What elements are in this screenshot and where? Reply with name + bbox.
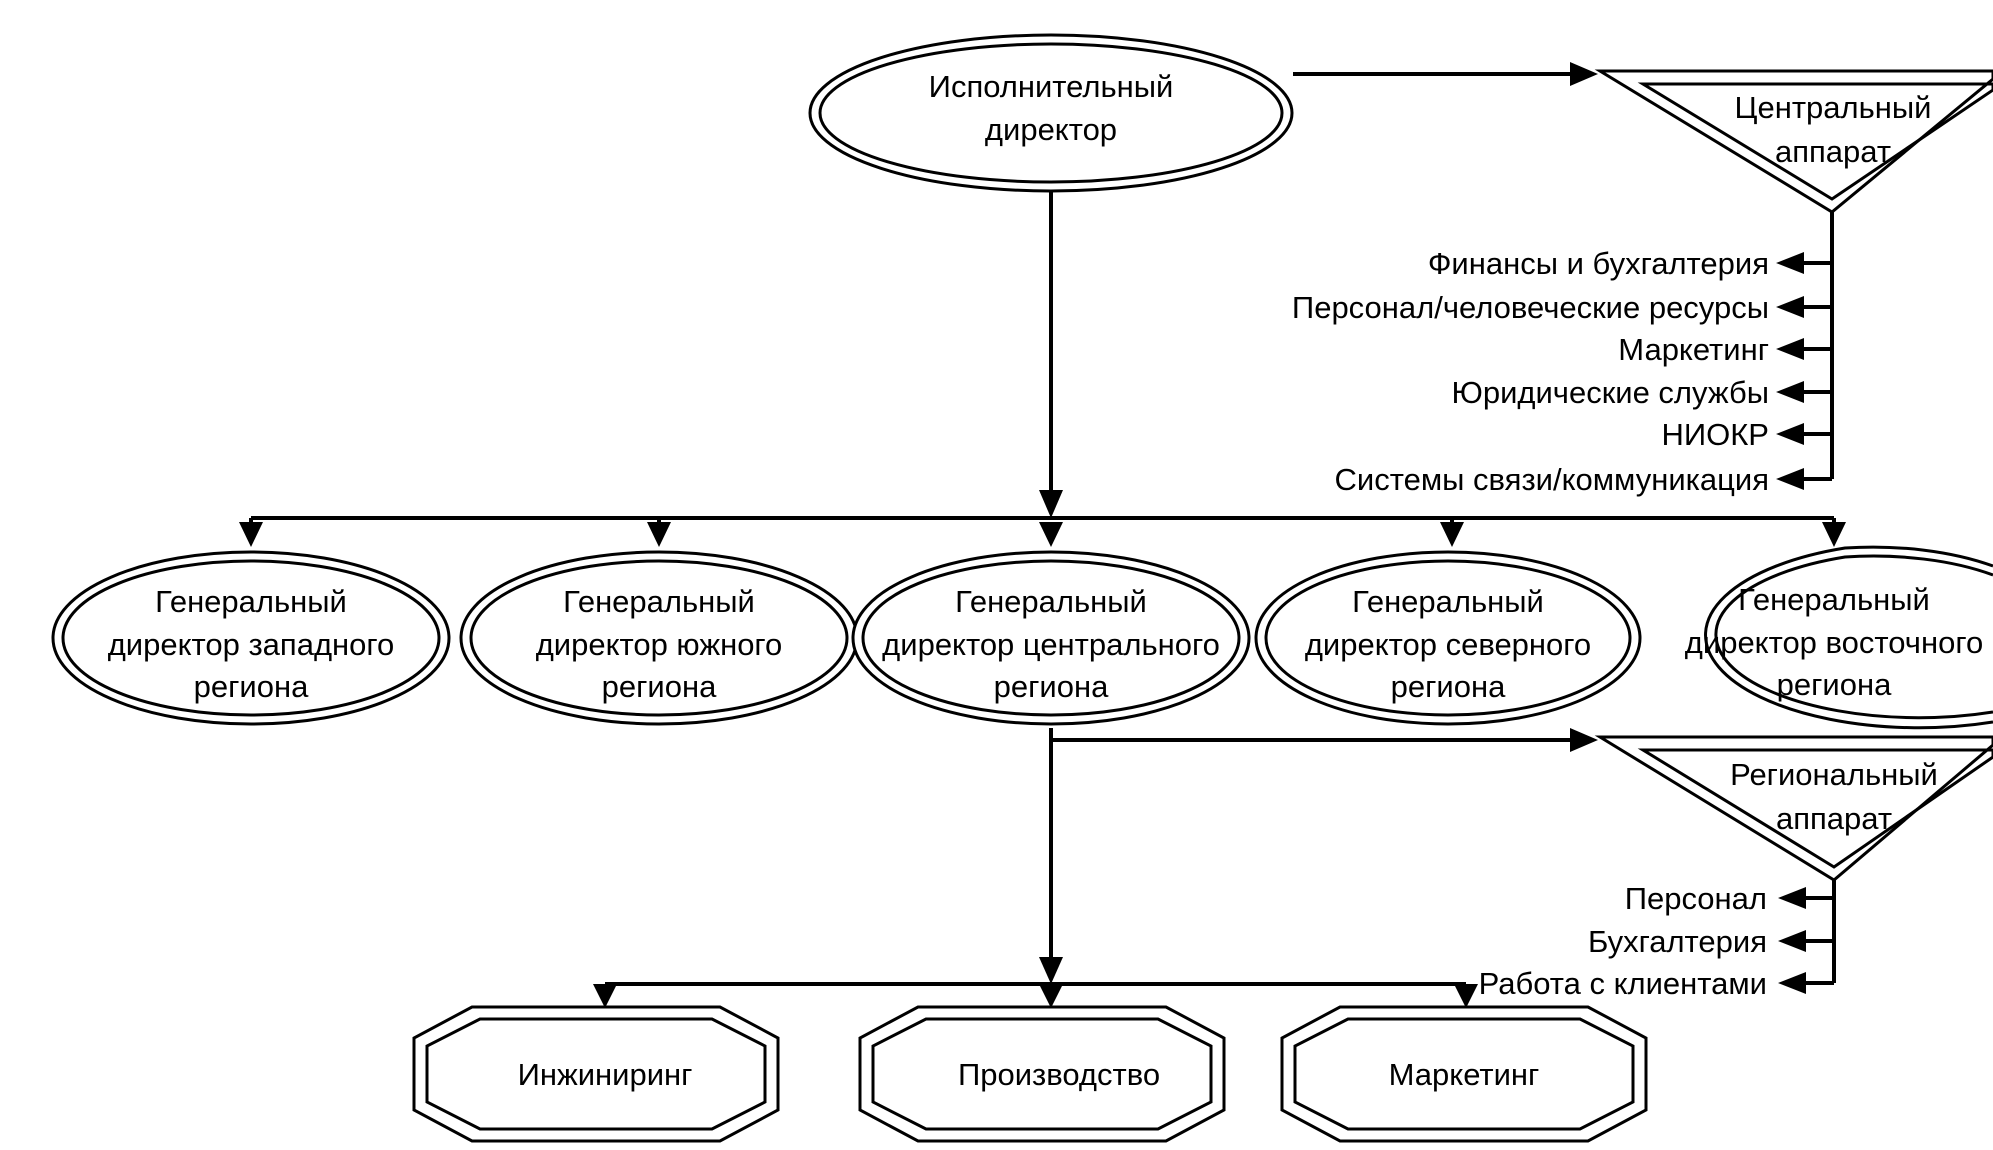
regional-director-line-2: директор восточного <box>1685 625 1983 660</box>
central-staff-inner <box>1637 82 1993 201</box>
central-function-item: Маркетинг <box>1618 332 1832 367</box>
regional-director-inner <box>1264 559 1632 717</box>
executive-director-line-2: директор <box>985 112 1117 147</box>
arrowhead-icon <box>1454 984 1478 1008</box>
regional-director-line-3: региона <box>194 669 309 704</box>
arrowhead-icon <box>1039 522 1063 547</box>
department-outer <box>412 1005 780 1143</box>
regional-staff-inner <box>1637 748 1993 869</box>
executive-director-inner <box>818 42 1284 184</box>
regional-function-item: Работа с клиентами <box>1479 966 1834 1001</box>
regional-director-line-1: Генеральный <box>563 584 755 619</box>
central-function-label: Юридические службы <box>1452 375 1769 410</box>
regional-director-inner <box>1714 554 1993 720</box>
central-staff-line-2: аппарат <box>1775 134 1891 169</box>
regional-director-line-2: директор центрального <box>882 627 1220 662</box>
regional-function-label: Работа с клиентами <box>1479 966 1767 1001</box>
regional-staff-line-2: аппарат <box>1776 801 1892 836</box>
regional-director-line-2: директор западного <box>108 627 395 662</box>
regional-function-label: Бухгалтерия <box>1588 924 1767 959</box>
regional-director-west: Генеральный директор западного региона <box>51 550 451 726</box>
department-outer <box>858 1005 1226 1143</box>
arrowhead-icon <box>1776 252 1804 274</box>
arrowhead-icon <box>1039 957 1063 984</box>
department-engineering: Инжиниринг <box>412 1005 780 1143</box>
central-function-label: Системы связи/коммуникация <box>1335 462 1769 497</box>
regional-staff-functions: Персонал Бухгалтерия Работа с клиентами <box>1479 881 1834 1001</box>
regional-director-line-2: директор северного <box>1305 627 1591 662</box>
department-label: Маркетинг <box>1389 1057 1540 1092</box>
executive-director-node: Исполнительный директор <box>808 33 1294 193</box>
regional-function-label: Персонал <box>1625 881 1767 916</box>
department-inner <box>871 1017 1213 1131</box>
central-staff-line-1: Центральный <box>1735 90 1932 125</box>
department-inner <box>425 1017 767 1131</box>
arrowhead-icon <box>1778 972 1806 994</box>
regional-staff-node: Региональный аппарат <box>1594 735 1993 882</box>
arrowhead-icon <box>1776 468 1804 490</box>
regional-director-outer <box>1254 550 1642 726</box>
central-function-label: Финансы и бухгалтерия <box>1428 246 1769 281</box>
arrowhead-icon <box>1776 296 1804 318</box>
regional-director-outer <box>851 550 1251 726</box>
arrowhead-icon <box>1776 338 1804 360</box>
regional-director-inner <box>61 559 441 717</box>
executive-director-outer <box>808 33 1294 193</box>
department-production: Производство <box>858 1005 1226 1143</box>
central-staff-outer <box>1594 69 1993 214</box>
department-outer <box>1280 1005 1648 1143</box>
regional-director-line-3: региона <box>994 669 1109 704</box>
regional-staff-outer <box>1594 735 1993 882</box>
central-function-item: НИОКР <box>1661 417 1832 452</box>
regional-director-line-3: региона <box>1391 669 1506 704</box>
regional-director-line-2: директор южного <box>536 627 783 662</box>
central-function-item: Системы связи/коммуникация <box>1335 462 1832 497</box>
department-label: Производство <box>958 1057 1160 1092</box>
regional-director-line-1: Генеральный <box>1738 582 1930 617</box>
department-label: Инжиниринг <box>518 1057 693 1092</box>
regional-director-outer <box>51 550 451 726</box>
regional-function-item: Бухгалтерия <box>1588 924 1834 959</box>
arrowhead-icon <box>1776 423 1804 445</box>
regional-director-central: Генеральный директор центрального регион… <box>851 550 1251 726</box>
regional-director-inner <box>861 559 1241 717</box>
regional-director-east: Генеральный директор восточного региона <box>1685 545 1993 730</box>
regional-director-inner <box>469 559 849 717</box>
central-staff-functions: Финансы и бухгалтерия Персонал/человечес… <box>1292 246 1832 497</box>
central-function-label: Персонал/человеческие ресурсы <box>1292 290 1769 325</box>
regional-director-line-1: Генеральный <box>955 584 1147 619</box>
central-function-label: НИОКР <box>1661 417 1769 452</box>
department-marketing: Маркетинг <box>1280 1005 1648 1143</box>
arrowhead-icon <box>593 984 617 1008</box>
arrowhead-icon <box>1778 930 1806 952</box>
central-function-label: Маркетинг <box>1618 332 1769 367</box>
arrowhead-icon <box>647 522 671 547</box>
arrowhead-icon <box>1776 381 1804 403</box>
regional-director-south: Генеральный директор южного региона <box>459 550 859 726</box>
regional-director-north: Генеральный директор северного региона <box>1254 550 1642 726</box>
regional-director-line-1: Генеральный <box>1352 584 1544 619</box>
central-function-item: Юридические службы <box>1452 375 1832 410</box>
regional-function-item: Персонал <box>1625 881 1834 916</box>
executive-director-line-1: Исполнительный <box>929 69 1174 104</box>
regional-director-line-3: региона <box>602 669 717 704</box>
regional-director-line-3: региона <box>1777 667 1892 702</box>
arrowhead-icon <box>1570 62 1598 86</box>
arrowhead-icon <box>1778 887 1806 909</box>
central-function-item: Персонал/человеческие ресурсы <box>1292 290 1832 325</box>
regional-director-line-1: Генеральный <box>155 584 347 619</box>
arrowhead-icon <box>1570 728 1598 752</box>
central-staff-node: Центральный аппарат <box>1594 69 1993 214</box>
central-function-item: Финансы и бухгалтерия <box>1428 246 1832 281</box>
regional-director-outer <box>1703 545 1993 730</box>
arrowhead-icon <box>239 522 263 547</box>
arrowhead-icon <box>1440 522 1464 547</box>
connectors <box>239 62 1846 1008</box>
arrowhead-icon <box>1039 984 1063 1008</box>
regional-staff-line-1: Региональный <box>1730 757 1938 792</box>
arrowhead-icon <box>1822 522 1846 547</box>
department-inner <box>1293 1017 1635 1131</box>
arrowhead-icon <box>1039 490 1063 518</box>
